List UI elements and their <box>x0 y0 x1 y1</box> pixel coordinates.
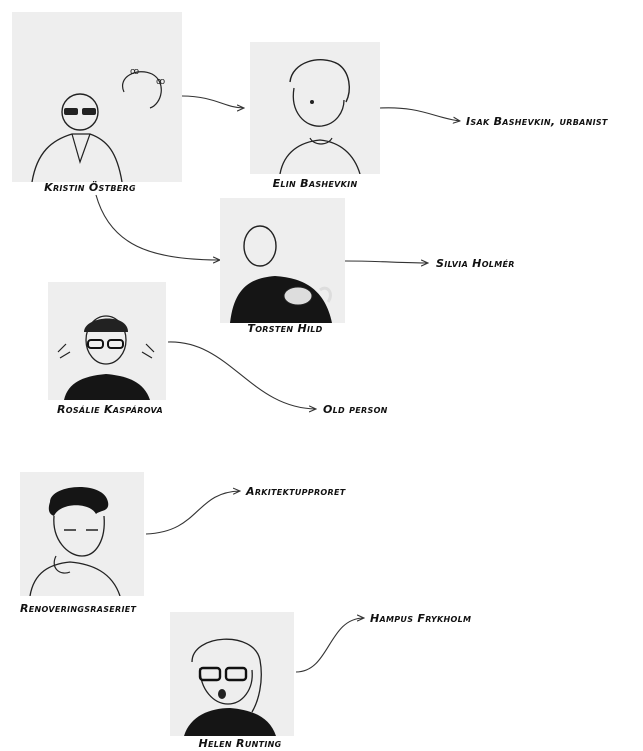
label-isak: Isak Bashevkin, urbanist <box>466 115 608 128</box>
label-old-person: Old person <box>323 403 388 416</box>
label-renov: Renoveringsraseriet <box>20 602 137 615</box>
label-silvia: Silvia Holmér <box>436 257 515 270</box>
label-rosalie: Rosálie Kaspárova <box>56 403 164 416</box>
label-torsten: Torsten Hild <box>247 322 323 335</box>
sketch-helen-icon <box>184 638 276 736</box>
portrait-torsten <box>220 198 345 323</box>
sketch-rosalie-icon <box>57 315 155 400</box>
arrow-rosalie-to-old <box>167 341 316 409</box>
portrait-renov <box>20 472 144 596</box>
svg-text:ꝏ: ꝏ <box>130 67 139 77</box>
sketch-renov-icon <box>29 486 121 596</box>
arrow-kristin-to-torsten <box>95 194 220 260</box>
label-elin: Elin Bashevkin <box>272 177 358 190</box>
portrait-elin <box>250 42 380 174</box>
svg-text:ꝏ: ꝏ <box>156 77 165 87</box>
label-arkitekt: Arkitektupproret <box>246 485 346 498</box>
arrow-elin-to-isak <box>379 107 460 121</box>
sketch-torsten-icon <box>230 225 332 323</box>
portrait-rosalie <box>48 282 166 400</box>
portrait-kristin: ꝏ ꝏ <box>12 12 182 182</box>
label-kristin: Kristin Östberg <box>44 181 136 194</box>
arrow-kristin-to-elin <box>181 95 244 108</box>
label-hampus: Hampus Frykholm <box>370 612 472 625</box>
arrow-torsten-to-silvia <box>344 261 428 263</box>
sketch-elin-icon <box>279 59 361 174</box>
portrait-helen <box>170 612 294 736</box>
sketch-kristin-icon: ꝏ ꝏ <box>31 67 165 182</box>
arrow-helen-to-hampus <box>295 618 364 673</box>
label-helen: Helen Runting <box>198 737 282 750</box>
arrow-renov-to-arkitekt <box>145 491 240 535</box>
